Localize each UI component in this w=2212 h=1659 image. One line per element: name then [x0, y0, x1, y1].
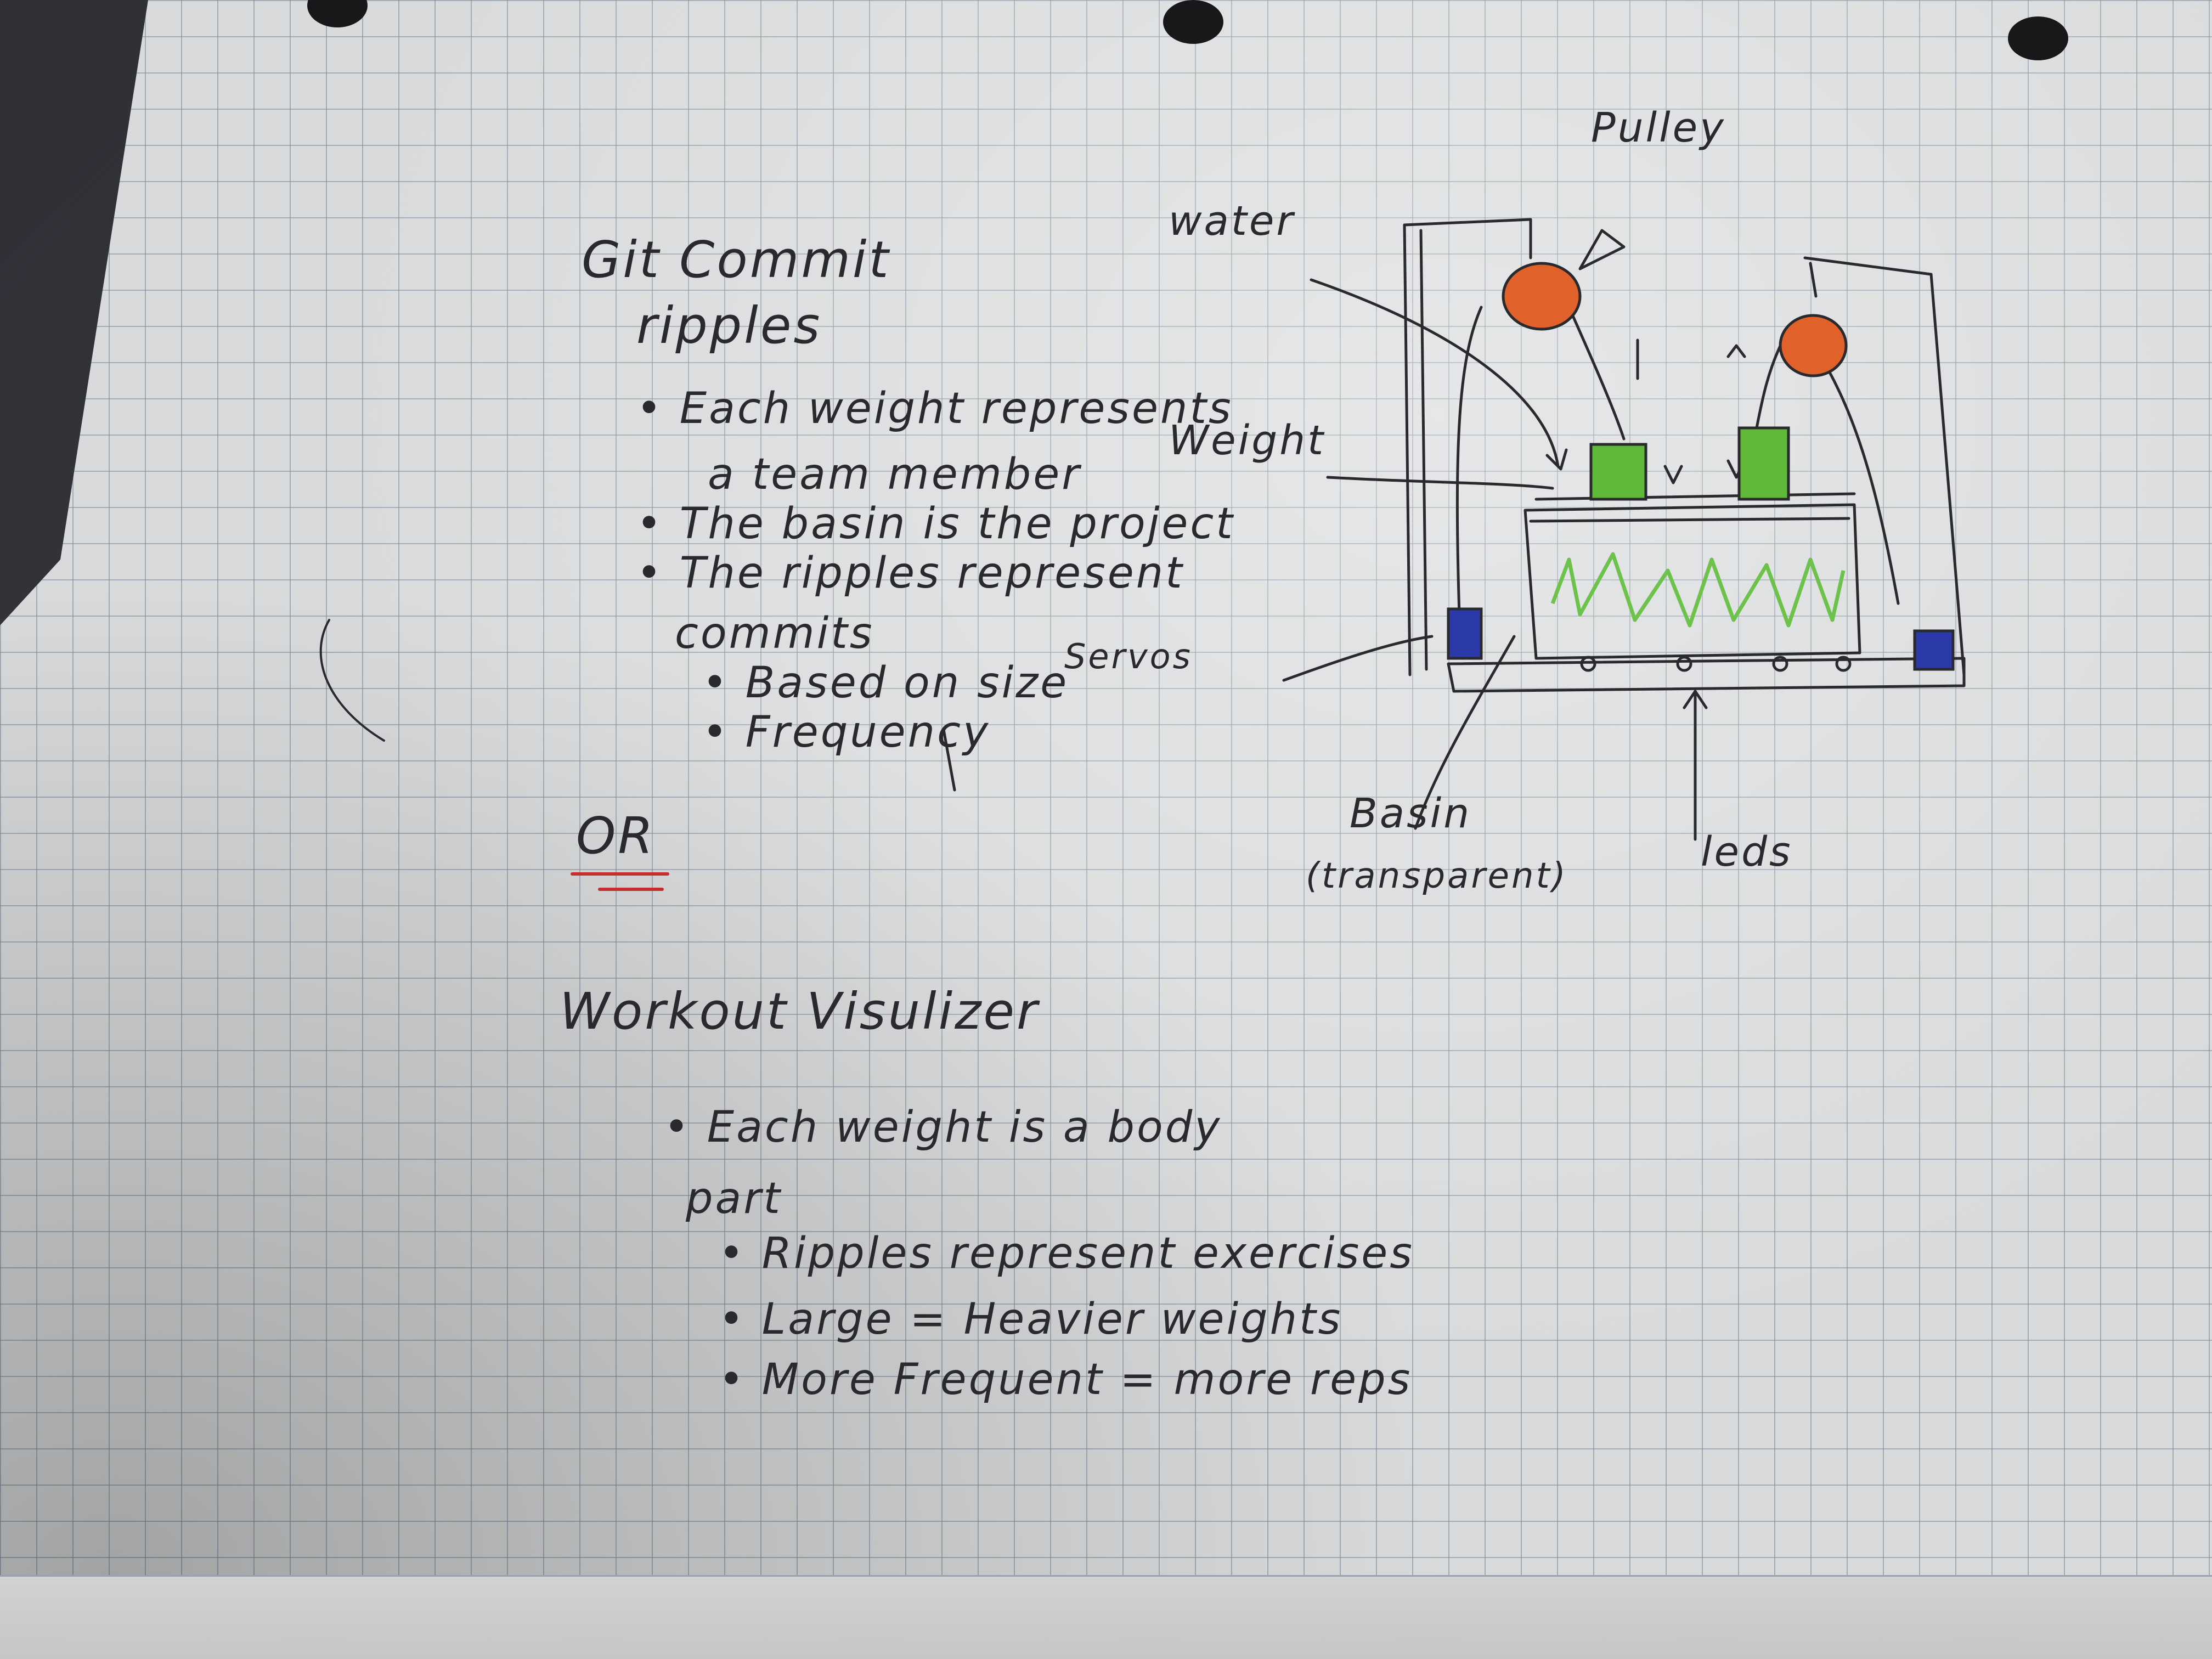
margin-mark — [319, 619, 385, 742]
idea1-bullet2: • The basin is the project — [636, 499, 1235, 549]
label-basin-line2: (transparent) — [1306, 856, 1568, 896]
or-underline — [571, 872, 669, 876]
idea1-bullet1-line2: a team member — [708, 450, 1082, 499]
servo-right — [1913, 629, 1955, 671]
idea2-sub-bullet2: • Large = Heavier weights — [719, 1295, 1343, 1344]
idea2-title: Workout Visulizer — [560, 982, 1040, 1041]
weight-right — [1737, 426, 1790, 501]
binder-hole — [2008, 16, 2068, 60]
pulley-left — [1502, 262, 1582, 331]
idea2-bullet1-line2: part — [686, 1174, 782, 1223]
idea1-bullet1-line1: • Each weight represents — [636, 384, 1233, 433]
or-label: OR — [576, 806, 656, 865]
binder-hole — [1163, 0, 1223, 44]
servo-left — [1447, 607, 1483, 660]
idea1-sub-bullet1: • Based on size — [702, 658, 1069, 708]
or-underline — [598, 888, 664, 891]
page-bottom-edge — [0, 1575, 2212, 1659]
idea1-title-line1: Git Commit — [582, 230, 891, 289]
idea1-title-line2: ripples — [636, 296, 822, 355]
idea1-sub-bullet2: • Frequency — [702, 708, 991, 757]
label-weight: Weight — [1169, 417, 1326, 464]
idea1-bullet3-line1: • The ripples represent — [636, 549, 1184, 598]
idea2-sub-bullet3: • More Frequent = more reps — [719, 1355, 1413, 1404]
idea2-bullet1-line1: • Each weight is a body — [664, 1103, 1222, 1152]
label-pulley: Pulley — [1591, 104, 1726, 151]
weight-left — [1589, 443, 1647, 501]
pulley-right — [1779, 314, 1848, 377]
water-ripples — [1550, 552, 1846, 628]
label-leds: leds — [1701, 828, 1793, 876]
idea1-bullet3-line2: commits — [675, 609, 874, 658]
label-water: water — [1169, 198, 1295, 245]
idea2-sub-bullet1: • Ripples represent exercises — [719, 1229, 1414, 1278]
label-basin-line1: Basin — [1350, 790, 1472, 837]
label-servos: Servos — [1064, 636, 1193, 676]
